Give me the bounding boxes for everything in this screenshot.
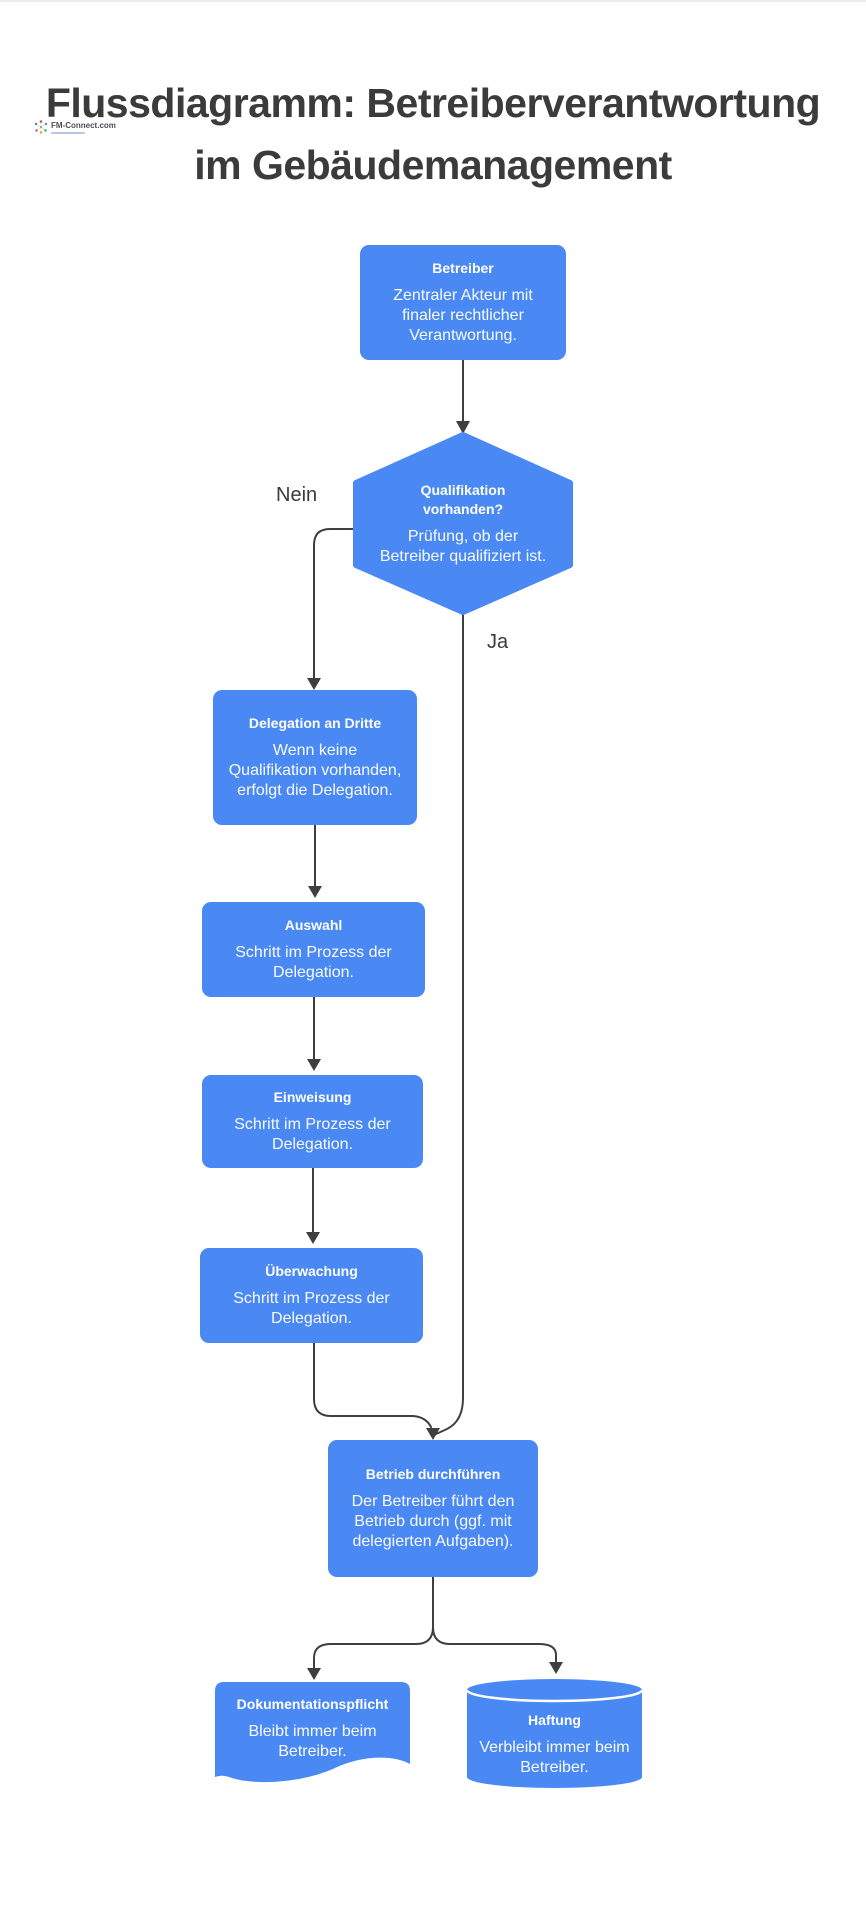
edge-ueberwachung-merge [313,1342,432,1428]
logo-text: FM-Connect.com [51,120,116,130]
arrowhead-into-haftung [549,1662,563,1674]
top-divider [0,0,866,2]
logo-tagline [51,131,85,134]
page-title: Flussdiagramm: Betreiberverantwortung im … [0,72,866,196]
edge-nein-branch [313,528,357,679]
arrowhead-into-dokumentation [307,1668,321,1680]
hexagon-decision-shape [353,432,573,615]
node-einweisung: Einweisung Schritt im Prozess der Delega… [202,1075,423,1168]
node-auswahl-title: Auswahl [284,917,343,933]
node-ueberwachung: Überwachung Schritt im Prozess der Deleg… [200,1248,423,1343]
cylinder-top-arc [465,1689,644,1703]
page-title-line1: Flussdiagramm: Betreiberverantwortung [45,80,821,126]
node-dokumentationspflicht-body: Bleibt immer beim Betreiber. [248,1722,377,1760]
edge-label-nein: Nein [276,484,318,506]
node-haftung-body: Verbleibt immer beim Betreiber. [479,1738,630,1776]
arrowhead-into-ueberwachung [306,1232,320,1244]
node-delegation-body: Wenn keine Qualifikation vorhanden, erfo… [228,742,402,799]
node-dokumentationspflicht: Dokumentationspflicht Bleibt immer beim … [222,1692,403,1764]
node-qualifikation-body: Prüfung, ob der Betreiber qualifiziert i… [379,528,547,565]
arrowhead-into-auswahl [308,886,322,898]
node-betrieb: Betrieb durchführen Der Betreiber führt … [328,1440,538,1577]
arrowhead-into-qualifikation [456,421,470,434]
node-haftung: Haftung Verbleibt immer beim Betreiber. [472,1706,637,1782]
logo-starburst-icon [34,120,48,134]
arrowhead-into-betrieb [426,1428,440,1440]
arrowhead-into-delegation [307,678,321,690]
node-qualifikation-title: Qualifikation vorhanden? [420,482,506,517]
node-betreiber: Betreiber Zentraler Akteur mit finaler r… [360,245,566,360]
node-betreiber-body: Zentraler Akteur mit finaler rechtlicher… [393,287,533,344]
node-einweisung-title: Einweisung [273,1089,352,1105]
node-betrieb-body: Der Betreiber führt den Betrieb durch (g… [351,1493,515,1550]
node-ueberwachung-title: Überwachung [265,1263,358,1279]
node-auswahl-body: Schritt im Prozess der Delegation. [235,944,392,981]
node-dokumentationspflicht-title: Dokumentationspflicht [236,1695,389,1712]
node-ueberwachung-body: Schritt im Prozess der Delegation. [233,1290,390,1327]
node-haftung-title: Haftung [528,1711,581,1728]
arrowhead-into-einweisung [307,1059,321,1071]
edge-betrieb-dokumentation [313,1576,434,1669]
page-title-line2: im Gebäudemanagement [194,142,672,188]
node-auswahl: Auswahl Schritt im Prozess der Delegatio… [202,902,425,997]
edge-ja-branch [435,611,464,1435]
fm-connect-logo: FM-Connect.com [34,120,116,134]
node-einweisung-body: Schritt im Prozess der Delegation. [234,1116,391,1153]
edge-label-ja: Ja [487,631,509,653]
document-shape [215,1682,410,1783]
node-betrieb-title: Betrieb durchführen [365,1466,501,1482]
edge-betrieb-haftung [432,1626,557,1663]
node-delegation: Delegation an Dritte Wenn keine Qualifik… [213,690,417,825]
node-delegation-title: Delegation an Dritte [248,715,382,731]
node-qualifikation-decision: Qualifikation vorhanden? Prüfung, ob der… [370,448,556,600]
node-betreiber-title: Betreiber [432,260,494,276]
cylinder-shape [467,1679,642,1788]
